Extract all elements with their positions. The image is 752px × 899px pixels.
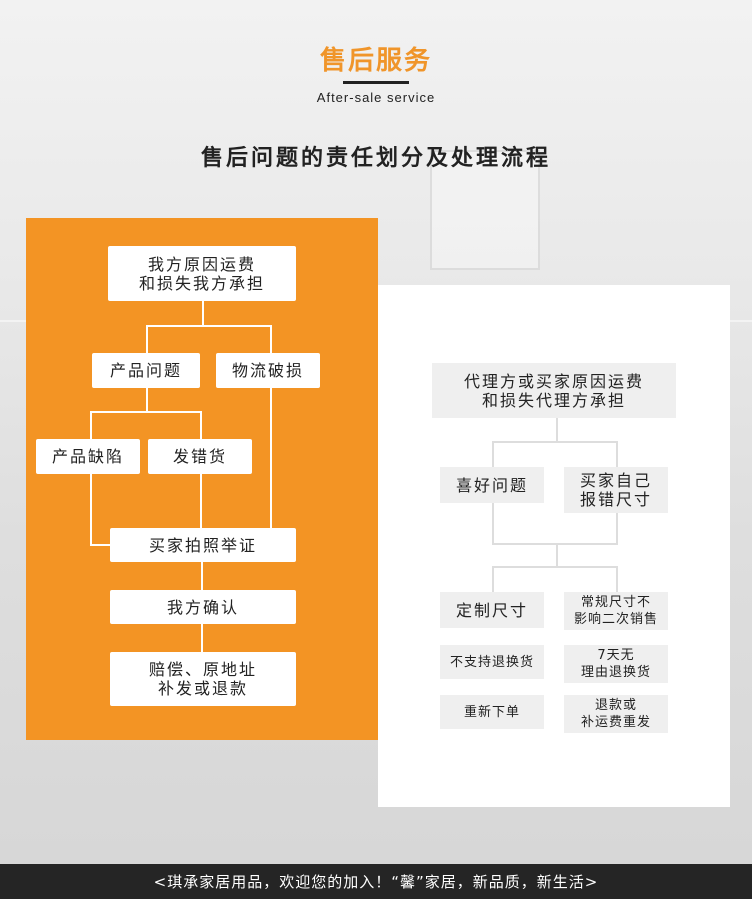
- node-wrong-size: 买家自己 报错尺寸: [564, 467, 668, 513]
- node-reorder: 重新下单: [440, 695, 544, 729]
- node-our-confirm: 我方确认: [110, 590, 296, 624]
- node-custom-size: 定制尺寸: [440, 592, 544, 628]
- connector: [90, 411, 92, 439]
- our-responsibility-panel: 我方原因运费 和损失我方承担 产品问题 物流破损 产品缺陷 发错货 买家拍照举证…: [26, 218, 378, 740]
- connector: [492, 566, 494, 592]
- connector: [202, 301, 204, 326]
- section-title: 售后服务: [319, 46, 432, 76]
- connector: [270, 325, 272, 353]
- connector: [492, 503, 494, 545]
- node-preference: 喜好问题: [440, 467, 544, 503]
- node-product-issue: 产品问题: [92, 353, 200, 388]
- connector: [492, 441, 494, 467]
- connector: [492, 543, 618, 545]
- connector: [90, 411, 202, 413]
- connector: [200, 474, 202, 528]
- footer-banner: <琪承家居用品，欢迎您的加入！“馨”家居，新品质，新生活>: [0, 864, 752, 899]
- connector: [616, 513, 618, 545]
- connector: [90, 544, 110, 546]
- node-refund-reship: 退款或 补运费重发: [564, 695, 668, 733]
- connector: [146, 325, 148, 353]
- section-subtitle: After-sale service: [316, 90, 436, 105]
- connector: [492, 441, 618, 443]
- title-underline: [343, 81, 409, 84]
- connector: [146, 325, 272, 327]
- connector: [146, 388, 148, 412]
- node-product-defect: 产品缺陷: [36, 439, 140, 474]
- node-agent-cause: 代理方或买家原因运费 和损失代理方承担: [432, 363, 676, 418]
- node-no-return: 不支持退换货: [440, 645, 544, 679]
- node-buyer-photo: 买家拍照举证: [110, 528, 296, 562]
- connector: [90, 474, 92, 546]
- node-compensate: 赔偿、原地址 补发或退款: [110, 652, 296, 706]
- connector: [200, 411, 202, 439]
- connector: [556, 418, 558, 442]
- node-logistics-damage: 物流破损: [216, 353, 320, 388]
- node-wrong-item: 发错货: [148, 439, 252, 474]
- connector: [270, 388, 272, 546]
- node-standard-size: 常规尺寸不 影响二次销售: [564, 592, 668, 630]
- connector: [616, 566, 618, 592]
- connector: [556, 543, 558, 567]
- connector: [616, 441, 618, 467]
- connector: [201, 562, 203, 590]
- page-title: 售后问题的责任划分及处理流程: [200, 146, 551, 171]
- connector: [201, 624, 203, 652]
- agent-responsibility-panel: 代理方或买家原因运费 和损失代理方承担 喜好问题 买家自己 报错尺寸 定制尺寸 …: [378, 285, 730, 807]
- node-seven-days: 7天无 理由退换货: [564, 645, 668, 683]
- node-our-cause: 我方原因运费 和损失我方承担: [108, 246, 296, 301]
- footer-text: <琪承家居用品，欢迎您的加入！“馨”家居，新品质，新生活>: [153, 873, 599, 891]
- connector: [492, 566, 618, 568]
